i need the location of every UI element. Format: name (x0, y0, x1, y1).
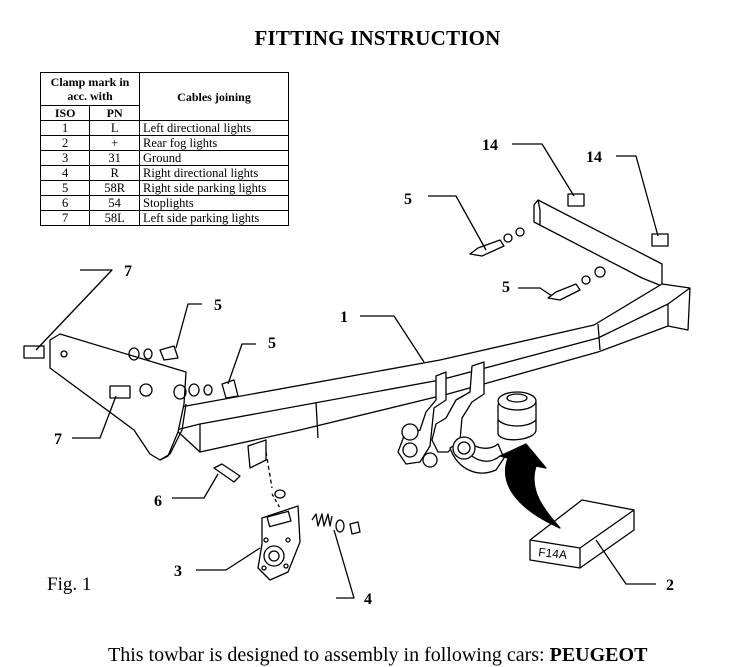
callout-6: 6 (154, 493, 162, 510)
cable-legend-table: Clamp mark in acc. with Cables joining I… (39, 72, 289, 226)
header-clamp-mark: Clamp mark in acc. with (40, 72, 140, 106)
header-pn: PN (89, 105, 140, 121)
desc-cell: Left side parking lights (139, 210, 289, 226)
page-title: FITTING INSTRUCTION (254, 26, 501, 50)
iso-cell: 5 (39, 180, 91, 196)
callout-7: 7 (54, 431, 62, 448)
socket-plate (257, 505, 301, 581)
callout-5: 5 (268, 335, 276, 352)
box-label: F14A (538, 545, 568, 562)
header-cables-joining: Cables joining (139, 72, 289, 121)
callout-2: 2 (666, 577, 674, 594)
compatibility-text: This towbar is designed to assembly in f… (108, 644, 647, 667)
callout-1: 1 (340, 309, 348, 326)
desc-cell: Right side parking lights (139, 180, 289, 196)
figure-label: Fig. 1 (47, 574, 92, 595)
iso-cell: 7 (39, 210, 91, 226)
neck-bracket (397, 371, 447, 465)
pn-cell: 58L (89, 210, 140, 226)
bolts-5-right (469, 227, 606, 301)
pn-cell: 31 (89, 150, 140, 166)
callout-5: 5 (404, 191, 412, 208)
callout-4: 4 (364, 591, 372, 608)
spring-washer-nut (311, 513, 361, 535)
pn-cell: 54 (89, 195, 140, 211)
right-bracket (533, 199, 663, 287)
desc-cell: Right directional lights (139, 165, 289, 181)
electric-kit-box (529, 499, 635, 569)
compatibility-prefix: This towbar is designed to assembly in f… (108, 644, 550, 666)
callout-14: 14 (482, 137, 498, 154)
callout-3: 3 (174, 563, 182, 580)
callout-7: 7 (124, 263, 132, 280)
bolts-5-left (128, 345, 239, 400)
callout-5: 5 (214, 297, 222, 314)
car-brand: PEUGEOT (549, 644, 648, 666)
assembly-arrow (499, 443, 561, 529)
callout-14: 14 (586, 149, 602, 166)
desc-cell: Stoplights (139, 195, 289, 211)
callout-5: 5 (502, 279, 510, 296)
desc-cell: Ground (139, 150, 289, 166)
